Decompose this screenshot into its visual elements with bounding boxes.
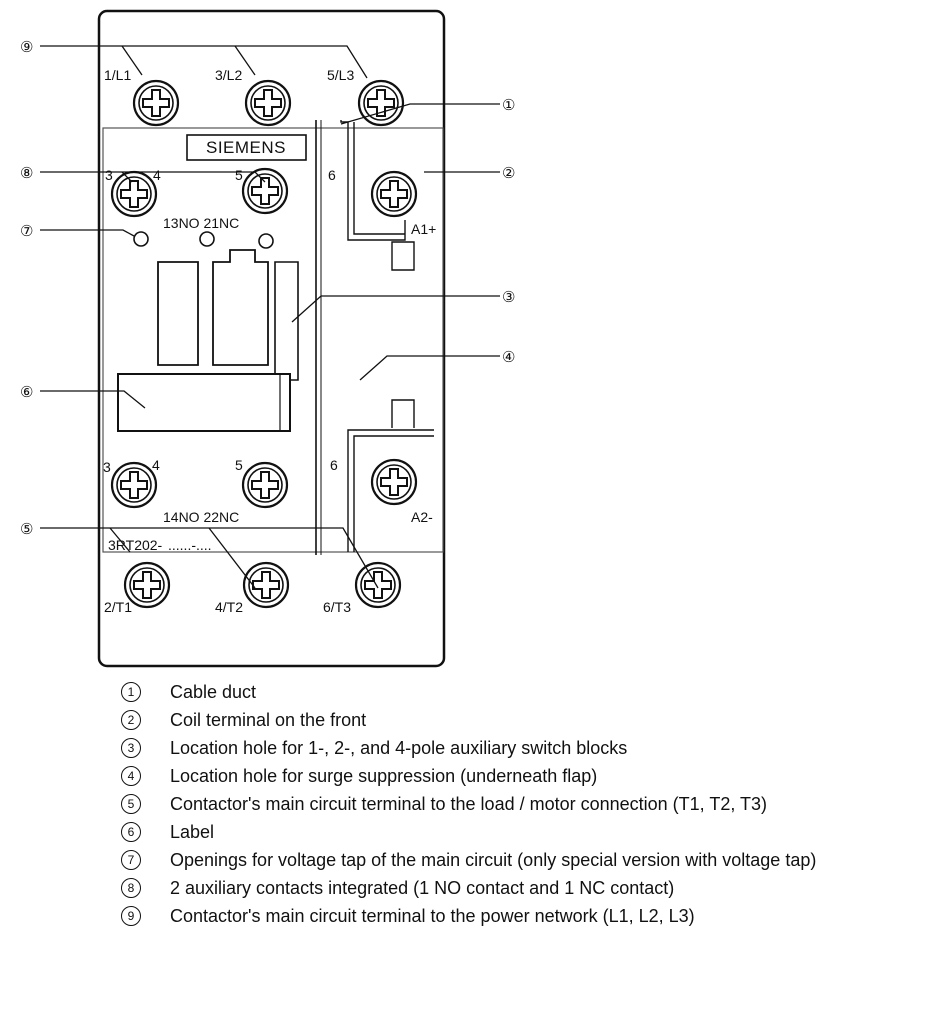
legend-text: Location hole for 1-, 2-, and 4-pole aux… <box>170 738 628 758</box>
voltage-tap-hole <box>199 231 215 247</box>
brand-plate <box>186 134 307 161</box>
aux-label: 6 <box>330 457 338 473</box>
legend-item: 5 Contactor's main circuit terminal to th… <box>0 790 952 818</box>
legend-number: 6 <box>121 822 141 842</box>
leader-lines <box>40 45 500 589</box>
aux-screw <box>110 170 158 218</box>
legend-text: Coil terminal on the front <box>170 710 367 730</box>
terminal-screw-l1 <box>132 79 180 127</box>
voltage-tap-hole <box>133 231 149 247</box>
legend-text: Location hole for surge suppression (und… <box>170 766 598 786</box>
aux-label: 4 <box>152 457 160 473</box>
contactor-diagram: SIEMENS 1/L1 3/L2 5/L3 2/T1 4/T2 6/T3 A1… <box>20 9 515 668</box>
terminal-screw-t2 <box>242 561 290 609</box>
aux-label: 4 <box>153 167 161 183</box>
legend-text: Cable duct <box>170 682 257 702</box>
coil-screw-a1 <box>370 170 418 218</box>
callout-5: ⑤ <box>20 521 33 538</box>
aux-screw <box>241 461 289 509</box>
callout-9: ⑨ <box>20 39 33 56</box>
callout-4: ④ <box>502 349 515 366</box>
terminal-label-l2: 3/L2 <box>215 67 242 83</box>
legend-number: 8 <box>121 878 141 898</box>
legend-text: Openings for voltage tap of the main cir… <box>170 850 817 870</box>
legend-text: Contactor's main circuit terminal to the… <box>170 906 695 926</box>
legend-number: 9 <box>121 906 141 926</box>
coil-screw-a2 <box>370 458 418 506</box>
aux-label: 5 <box>235 457 243 473</box>
model-suffix: ......-.... <box>168 537 212 553</box>
legend-number: 5 <box>121 794 141 814</box>
legend-number: 1 <box>121 682 141 702</box>
coil-label-a1: A1+ <box>411 221 436 237</box>
legend-number: 7 <box>121 850 141 870</box>
legend-item: 3 Location hole for 1-, 2-, and 4-pole au… <box>0 734 952 762</box>
terminal-screw-l2 <box>244 79 292 127</box>
aux-label: 3 <box>103 459 111 475</box>
brand-text: SIEMENS <box>206 138 286 157</box>
terminal-label-t2: 4/T2 <box>215 599 243 615</box>
legend-text: Contactor's main circuit terminal to the… <box>170 794 768 814</box>
terminal-label-l1: 1/L1 <box>104 67 131 83</box>
aux-contacts-label: 13NO 21NC <box>163 215 239 231</box>
aux-label: 3 <box>105 167 113 183</box>
legend-number: 2 <box>121 710 141 730</box>
legend-item: 7 Openings for voltage tap of the main ci… <box>0 846 952 874</box>
aux-label: 5 <box>235 167 243 183</box>
aux-label: 6 <box>328 167 336 183</box>
legend-item: 9 Contactor's main circuit terminal to th… <box>0 902 952 930</box>
aux-screw <box>110 461 158 509</box>
legend-item: 2 Coil terminal on the front <box>0 706 952 734</box>
aux-screw <box>241 167 289 215</box>
model-label: 3RT202- <box>108 537 163 553</box>
terminal-label-l3: 5/L3 <box>327 67 354 83</box>
legend-item: 1 Cable duct <box>0 678 952 706</box>
coil-label-a2: A2- <box>411 509 433 525</box>
cable-duct <box>340 120 406 241</box>
legend-item: 6 Label <box>0 818 952 846</box>
legend-item: 4 Location hole for surge suppression (un… <box>0 762 952 790</box>
aux-block <box>157 249 269 366</box>
terminal-screw-t3 <box>354 561 402 609</box>
legend-item: 8 2 auxiliary contacts integrated (1 NO c… <box>0 874 952 902</box>
aux-contacts-label: 14NO 22NC <box>163 509 239 525</box>
legend-text: Label <box>170 822 215 842</box>
callout-8: ⑧ <box>20 165 33 182</box>
callout-1: ① <box>502 97 515 114</box>
callout-6: ⑥ <box>20 384 33 401</box>
terminal-screw-l3 <box>357 79 405 127</box>
voltage-tap-hole <box>258 233 274 249</box>
cable-duct-lower <box>347 429 434 552</box>
callout-3: ③ <box>502 289 515 306</box>
legend-number: 4 <box>121 766 141 786</box>
legend-text: 2 auxiliary contacts integrated (1 NO co… <box>170 878 675 898</box>
terminal-label-t3: 6/T3 <box>323 599 351 615</box>
legend-number: 3 <box>121 738 141 758</box>
callout-2: ② <box>502 165 515 182</box>
callout-7: ⑦ <box>20 223 33 240</box>
label-area <box>117 373 291 432</box>
terminal-label-t1: 2/T1 <box>104 599 132 615</box>
